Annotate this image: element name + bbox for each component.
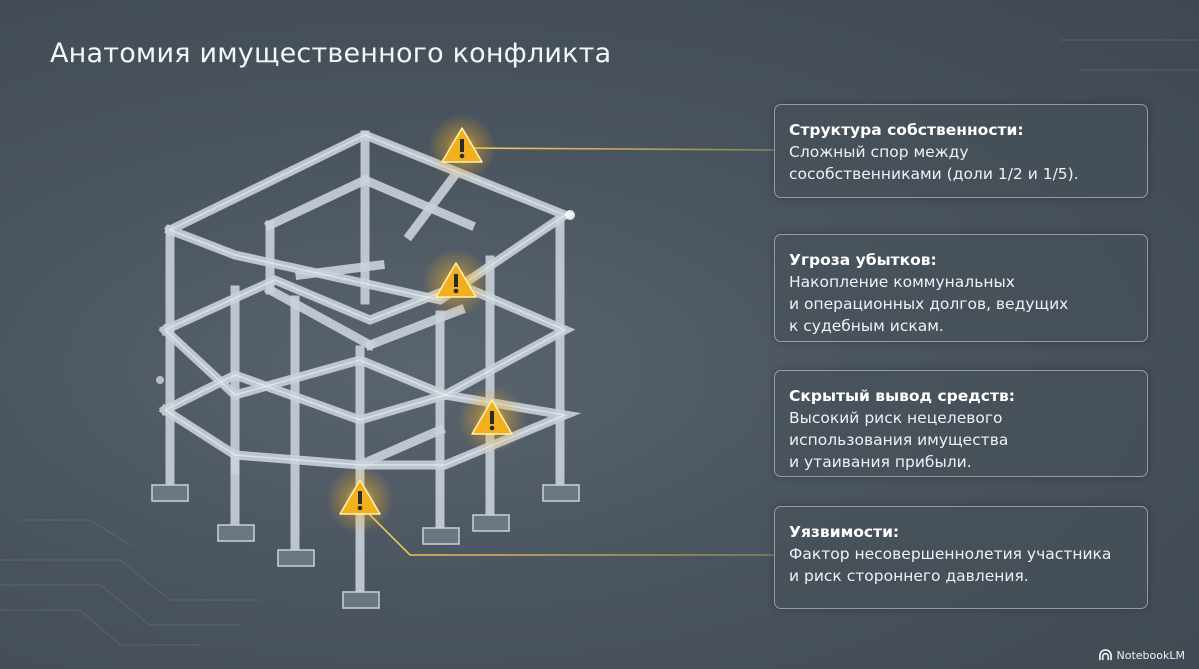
foundation-pads bbox=[151, 484, 580, 609]
warning-marker-4[interactable] bbox=[326, 466, 394, 534]
background-circuit-lines bbox=[0, 39, 1199, 646]
card-line: и утаивания прибыли. bbox=[789, 453, 972, 471]
corner-glints bbox=[156, 210, 575, 384]
card-line: Сложный спор между bbox=[789, 143, 969, 161]
building-frame-edges bbox=[164, 134, 568, 466]
card-line: Накопление коммунальных bbox=[789, 273, 1015, 291]
warning-marker-3[interactable] bbox=[458, 386, 526, 454]
card-loss-threat: Угроза убытков: Накопление коммунальных … bbox=[774, 234, 1148, 342]
card-line: и риск стороннего давления. bbox=[789, 567, 1029, 585]
card-title: Скрытый вывод средств: bbox=[789, 387, 1015, 405]
card-hidden-withdrawal: Скрытый вывод средств: Высокий риск неце… bbox=[774, 370, 1148, 477]
card-ownership-structure: Структура собственности: Сложный спор ме… bbox=[774, 104, 1148, 198]
warning-marker-1[interactable] bbox=[428, 114, 496, 182]
card-vulnerabilities: Уязвимости: Фактор несовершеннолетия уча… bbox=[774, 506, 1148, 609]
card-title: Уязвимости: bbox=[789, 523, 900, 541]
warning-marker-2[interactable] bbox=[422, 249, 490, 317]
card-title: Угроза убытков: bbox=[789, 251, 937, 269]
card-line: использования имущества bbox=[789, 431, 1009, 449]
brand-label: NotebookLM bbox=[1116, 649, 1185, 662]
page-title: Анатомия имущественного конфликта bbox=[50, 38, 612, 69]
card-line: Фактор несовершеннолетия участника bbox=[789, 545, 1112, 563]
card-line: и операционных долгов, ведущих bbox=[789, 295, 1069, 313]
card-line: к судебным искам. bbox=[789, 317, 944, 335]
card-line: сособственниками (доли 1/2 и 1/5). bbox=[789, 165, 1079, 183]
notebooklm-brand: NotebookLM bbox=[1098, 649, 1185, 662]
notebooklm-logo-icon bbox=[1098, 649, 1112, 661]
card-title: Структура собственности: bbox=[789, 121, 1024, 139]
card-line: Высокий риск нецелевого bbox=[789, 409, 1003, 427]
